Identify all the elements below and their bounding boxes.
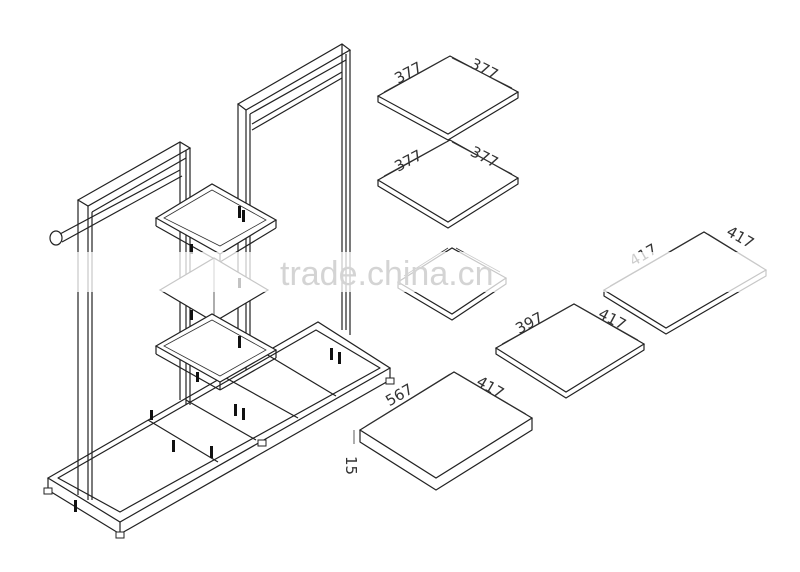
shelf-5-thickness: 15 <box>342 456 360 475</box>
shelf-panel-1: 377 377 <box>376 55 520 141</box>
shelf-panel-2: 377 377 <box>376 139 520 229</box>
rear-upright <box>236 43 352 370</box>
shelf-panel-5: 567 417 15 <box>342 371 534 491</box>
watermark: trade.china.cn <box>0 252 800 293</box>
rack-shelf-bottom <box>154 313 278 391</box>
watermark-text: trade.china.cn <box>280 255 494 293</box>
shelf-panel-4: 397 417 <box>494 303 646 399</box>
rail-end-cap <box>49 230 63 246</box>
rack-shelf-top <box>154 183 278 263</box>
